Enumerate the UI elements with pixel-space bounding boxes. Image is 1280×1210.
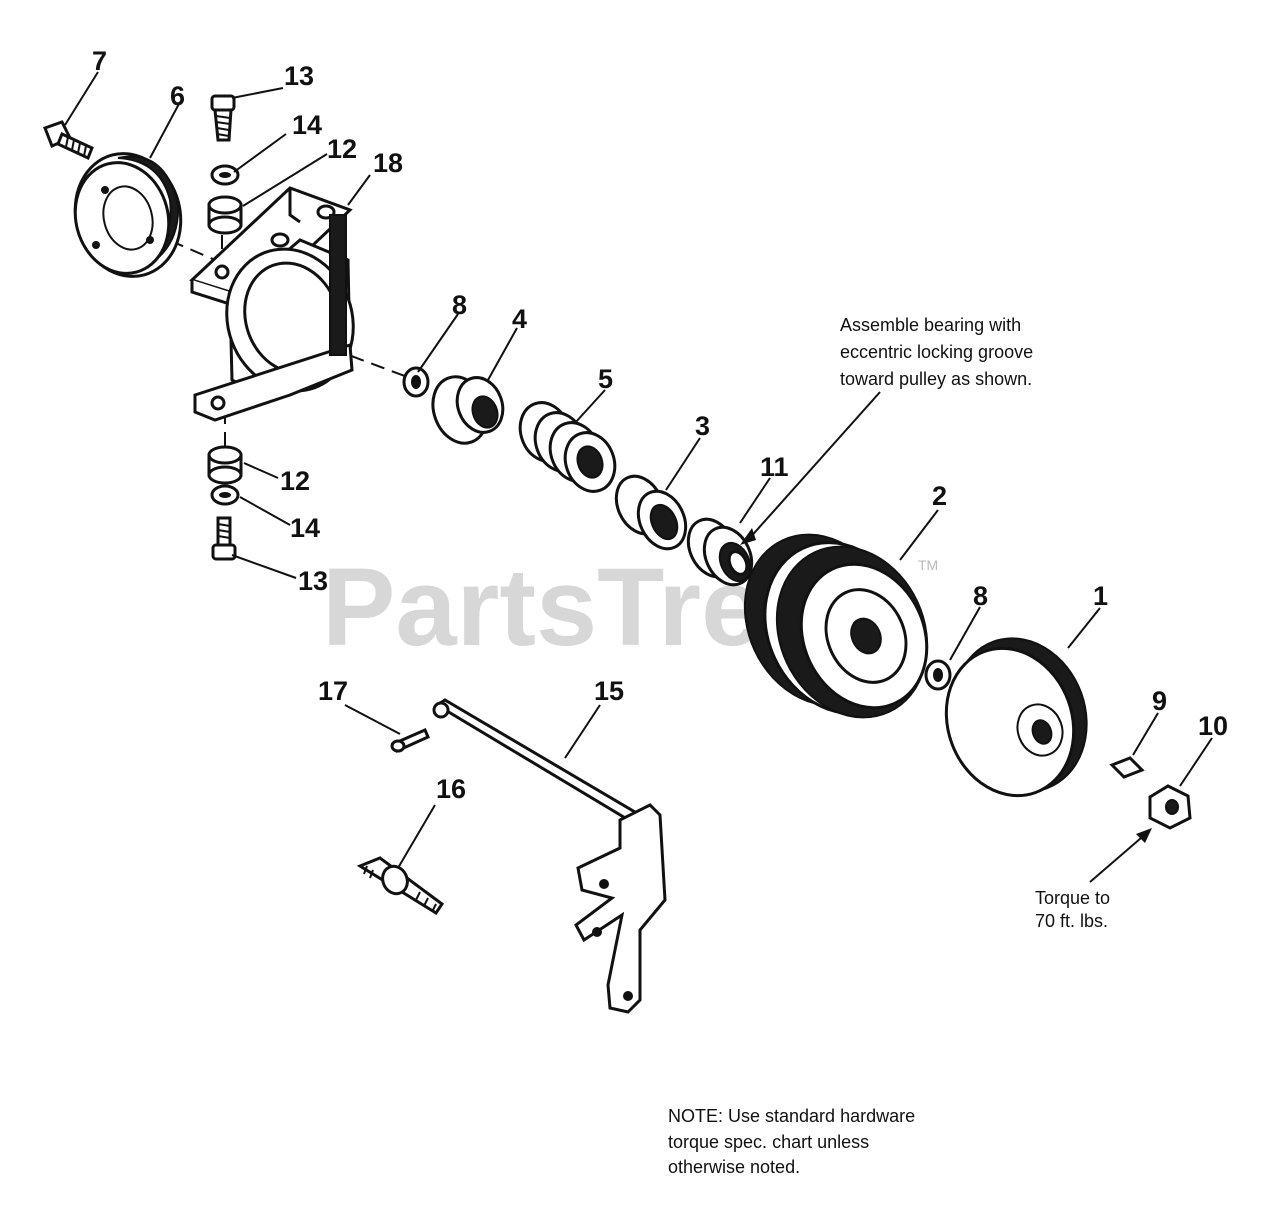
callout-2: 2 [932,481,947,511]
part-14-washer-upper [210,164,240,186]
part-6-flange [73,152,183,278]
callout-11: 11 [760,452,789,482]
part-13-screw-lower [211,516,237,561]
callout-4: 4 [512,304,527,334]
svg-text:Torque to: Torque to [1035,888,1110,908]
callout-3: 3 [695,411,710,441]
part-11-bearing [686,517,754,587]
callout-14-upper: 14 [292,110,322,140]
svg-text:Assemble bearing with: Assemble bearing with [840,315,1021,335]
part-16-stud [356,856,445,916]
svg-text:eccentric locking groove: eccentric locking groove [840,342,1033,362]
callout-13-upper: 13 [284,61,314,91]
callout-12-upper: 12 [327,134,357,164]
callout-16: 16 [436,774,466,804]
part-4-bushing [431,375,505,445]
bearing-assembly-note: Assemble bearing with eccentric locking … [840,315,1033,389]
callout-12-lower: 12 [280,466,310,496]
part-7-bolt [43,120,94,161]
callout-13-lower: 13 [298,566,328,596]
svg-text:70 ft. lbs.: 70 ft. lbs. [1035,911,1108,931]
part-12-spacer-upper [207,195,243,235]
callout-9: 9 [1152,686,1167,716]
svg-text:torque spec. chart unless: torque spec. chart unless [668,1132,869,1152]
callout-10: 10 [1198,711,1228,741]
callout-15: 15 [594,676,624,706]
part-8-snap-ring-upper [402,366,430,398]
leader-lines [64,71,1213,883]
part-2-pulley [743,533,929,719]
part-3-sleeve [614,474,688,551]
callout-17: 17 [318,676,348,706]
part-12-spacer-lower [207,445,243,485]
watermark-trademark: TM [918,557,938,573]
svg-text:toward pulley as shown.: toward pulley as shown. [840,369,1032,389]
callout-6: 6 [170,81,185,111]
callout-8-upper: 8 [452,290,467,320]
general-note: NOTE: Use standard hardware torque spec.… [668,1106,915,1177]
part-8-snap-ring-lower [924,659,952,691]
part-10-hex-nut [1148,784,1192,830]
torque-note: Torque to 70 ft. lbs. [1035,888,1110,931]
part-17-cotter-pin [390,728,430,753]
callout-1: 1 [1093,581,1108,611]
part-5-spring [518,401,617,493]
part-18-bracket [189,186,355,422]
part-13-screw-upper [210,94,236,142]
callout-7: 7 [92,46,107,76]
part-9-key [1109,756,1145,779]
callout-8-lower: 8 [973,581,988,611]
part-1-hub [944,637,1088,798]
callout-18: 18 [373,148,403,178]
callout-14-lower: 14 [290,513,320,543]
callout-5: 5 [598,364,613,394]
part-14-washer-lower [210,484,240,506]
assembly-axis-lower [329,347,411,379]
svg-text:NOTE: Use standard hardware: NOTE: Use standard hardware [668,1106,915,1126]
svg-text:otherwise noted.: otherwise noted. [668,1157,800,1177]
part-15-idler-arm [432,698,667,1014]
